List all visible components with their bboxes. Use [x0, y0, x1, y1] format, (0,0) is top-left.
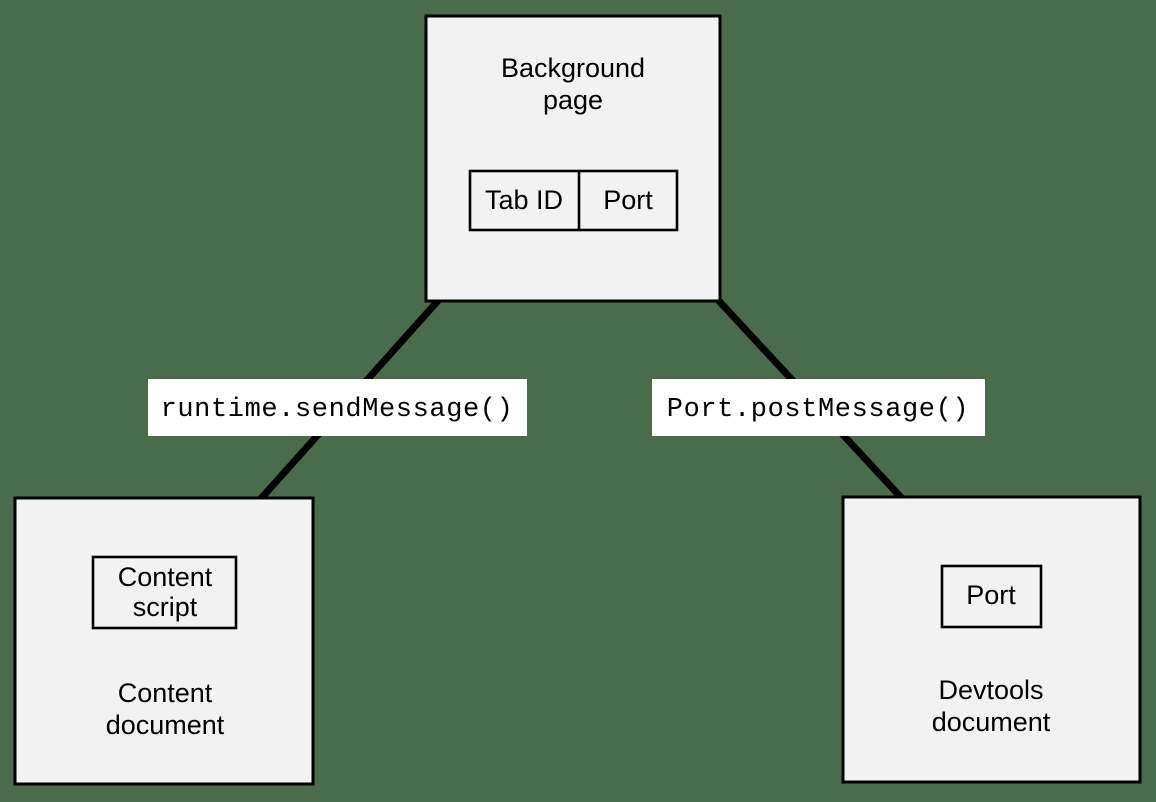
- node-content-document[interactable]: Content script Content document: [13, 496, 315, 786]
- table-header-tab-id: Tab ID: [485, 185, 563, 215]
- devtools-document-label-line1: Devtools: [938, 675, 1043, 705]
- node-content-script[interactable]: Content script: [91, 555, 238, 630]
- tab-port-table[interactable]: Tab ID Port: [468, 169, 679, 232]
- node-devtools-document[interactable]: Port Devtools document: [841, 495, 1142, 784]
- devtools-port-label: Port: [966, 580, 1016, 610]
- content-script-label-line2: script: [133, 592, 198, 622]
- devtools-port-box: [940, 564, 1043, 629]
- content-script-label-line1: Content: [118, 562, 213, 592]
- edge-label-runtime-sendmessage[interactable]: runtime.sendMessage(): [148, 379, 527, 436]
- content-document-box: [13, 496, 315, 786]
- edge-label-right-text: Port.postMessage(): [667, 395, 969, 425]
- background-page-box: [424, 14, 722, 303]
- background-page-title-line2: page: [543, 85, 603, 115]
- edge-label-left-background: [148, 379, 527, 436]
- node-devtools-port[interactable]: Port: [940, 564, 1043, 629]
- table-header-port: Port: [603, 185, 653, 215]
- node-background-page[interactable]: Background page Tab ID Port: [424, 14, 722, 303]
- tab-port-table-outline: [468, 169, 679, 232]
- edge-label-right-background: [652, 379, 985, 436]
- content-script-box: [91, 555, 238, 630]
- devtools-document-box: [841, 495, 1142, 784]
- content-document-label-line2: document: [106, 710, 225, 740]
- devtools-document-label-line2: document: [932, 707, 1051, 737]
- edge-label-left-text: runtime.sendMessage(): [161, 395, 514, 425]
- background-page-title-line1: Background: [501, 53, 645, 83]
- content-document-label-line1: Content: [118, 678, 213, 708]
- edge-label-port-postmessage[interactable]: Port.postMessage(): [652, 379, 985, 436]
